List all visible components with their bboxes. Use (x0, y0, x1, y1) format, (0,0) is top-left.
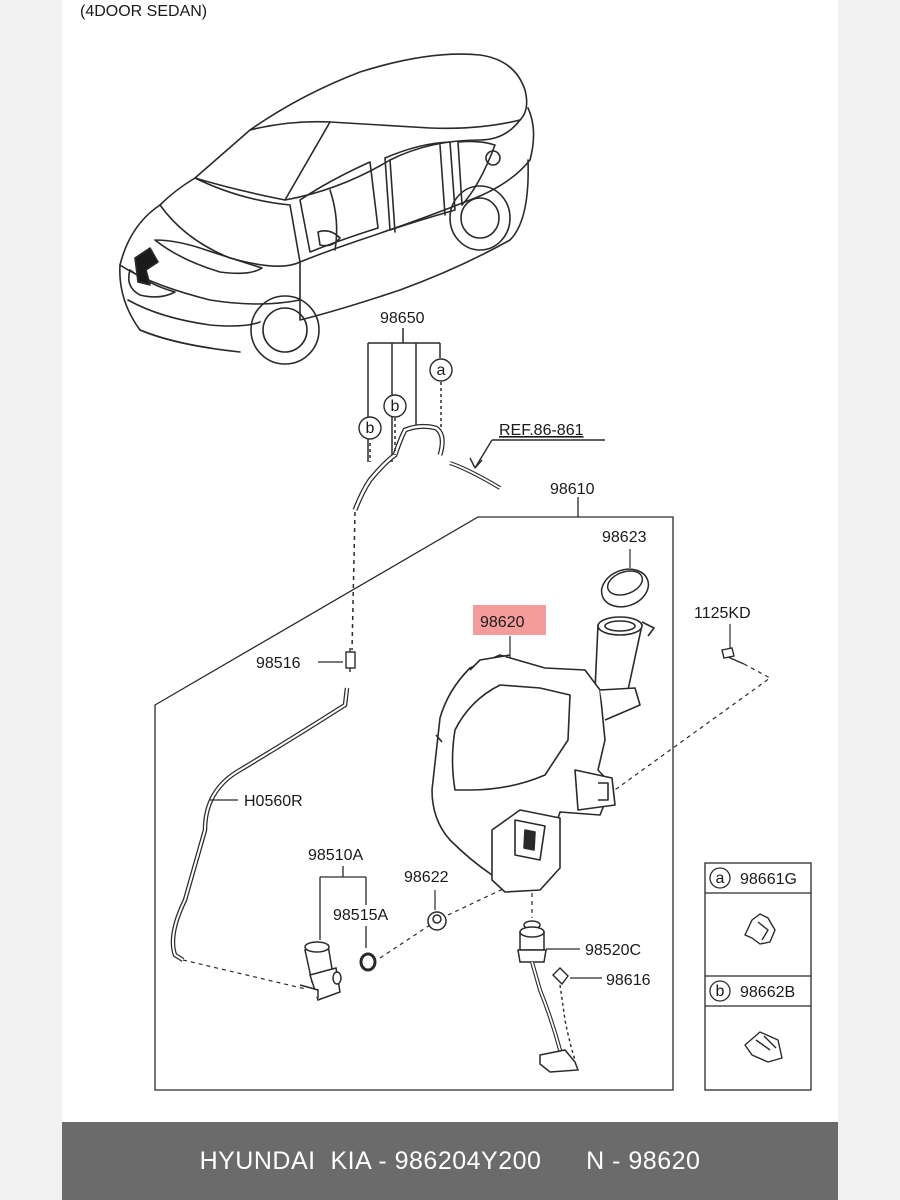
label-98616: 98616 (606, 972, 651, 989)
label-98516: 98516 (256, 655, 301, 672)
label-98610: 98610 (550, 481, 595, 498)
clip-98661G-icon (744, 913, 776, 945)
legend-a-code: 98661G (740, 871, 797, 888)
legend-a-callout: a (709, 867, 731, 889)
svg-text:a: a (716, 870, 725, 887)
svg-text:a: a (437, 362, 446, 379)
grommet-98622 (427, 911, 447, 931)
wire-connector (539, 1049, 580, 1073)
assembly-frame (154, 497, 674, 1091)
car-illustration (119, 53, 535, 365)
pump-leader (319, 866, 367, 940)
ref-leader (469, 439, 605, 469)
footer-gap (541, 1147, 586, 1176)
clip-98616 (552, 967, 569, 986)
label-98510A: 98510A (308, 847, 363, 864)
connector-98516 (345, 648, 356, 672)
footer-reference: N - 98620 (586, 1146, 701, 1175)
label-ref-86-861: REF.86-861 (499, 422, 584, 439)
label-98650: 98650 (380, 310, 425, 327)
cap-98623 (600, 568, 650, 608)
label-98620: 98620 (480, 614, 525, 631)
hose-H0560R (170, 687, 350, 991)
label-98520C: 98520C (585, 942, 641, 959)
label-98515A: 98515A (333, 907, 388, 924)
label-98622: 98622 (404, 869, 449, 886)
bolt-1125KD (721, 647, 745, 665)
hose-set-98650 (351, 328, 502, 651)
parts-diagram: (4DOOR SEDAN) (80, 3, 812, 1091)
callout-b-mid: b (383, 394, 407, 418)
svg-text:b: b (391, 398, 400, 415)
grommet-98515A (359, 952, 377, 972)
diagram-sheet (62, 0, 838, 1122)
label-1125KD: 1125KD (694, 605, 751, 622)
label-H0560R: H0560R (244, 793, 303, 810)
callout-a-top: a (429, 358, 453, 382)
footer-bar: HYUNDAI KIA - 986204Y200 N - 98620 (62, 1122, 838, 1200)
svg-text:b: b (716, 983, 725, 1000)
legend-b-callout: b (709, 980, 731, 1002)
legend-b-code: 98662B (740, 984, 795, 1001)
sensor-wire (530, 961, 576, 1062)
clip-98662B-icon (744, 1031, 783, 1063)
label-98623: 98623 (602, 529, 647, 546)
reservoir-tank-98620 (431, 616, 655, 893)
variant-label: (4DOOR SEDAN) (80, 3, 207, 20)
highlight-98620 (473, 605, 546, 635)
callout-b-left: b (358, 416, 382, 440)
svg-text:b: b (366, 420, 375, 437)
legend-box (704, 862, 812, 1091)
footer-part-number: HYUNDAI KIA - 986204Y200 (199, 1146, 542, 1175)
sensor-98520C (517, 920, 547, 963)
pump-98510A (299, 941, 342, 1001)
